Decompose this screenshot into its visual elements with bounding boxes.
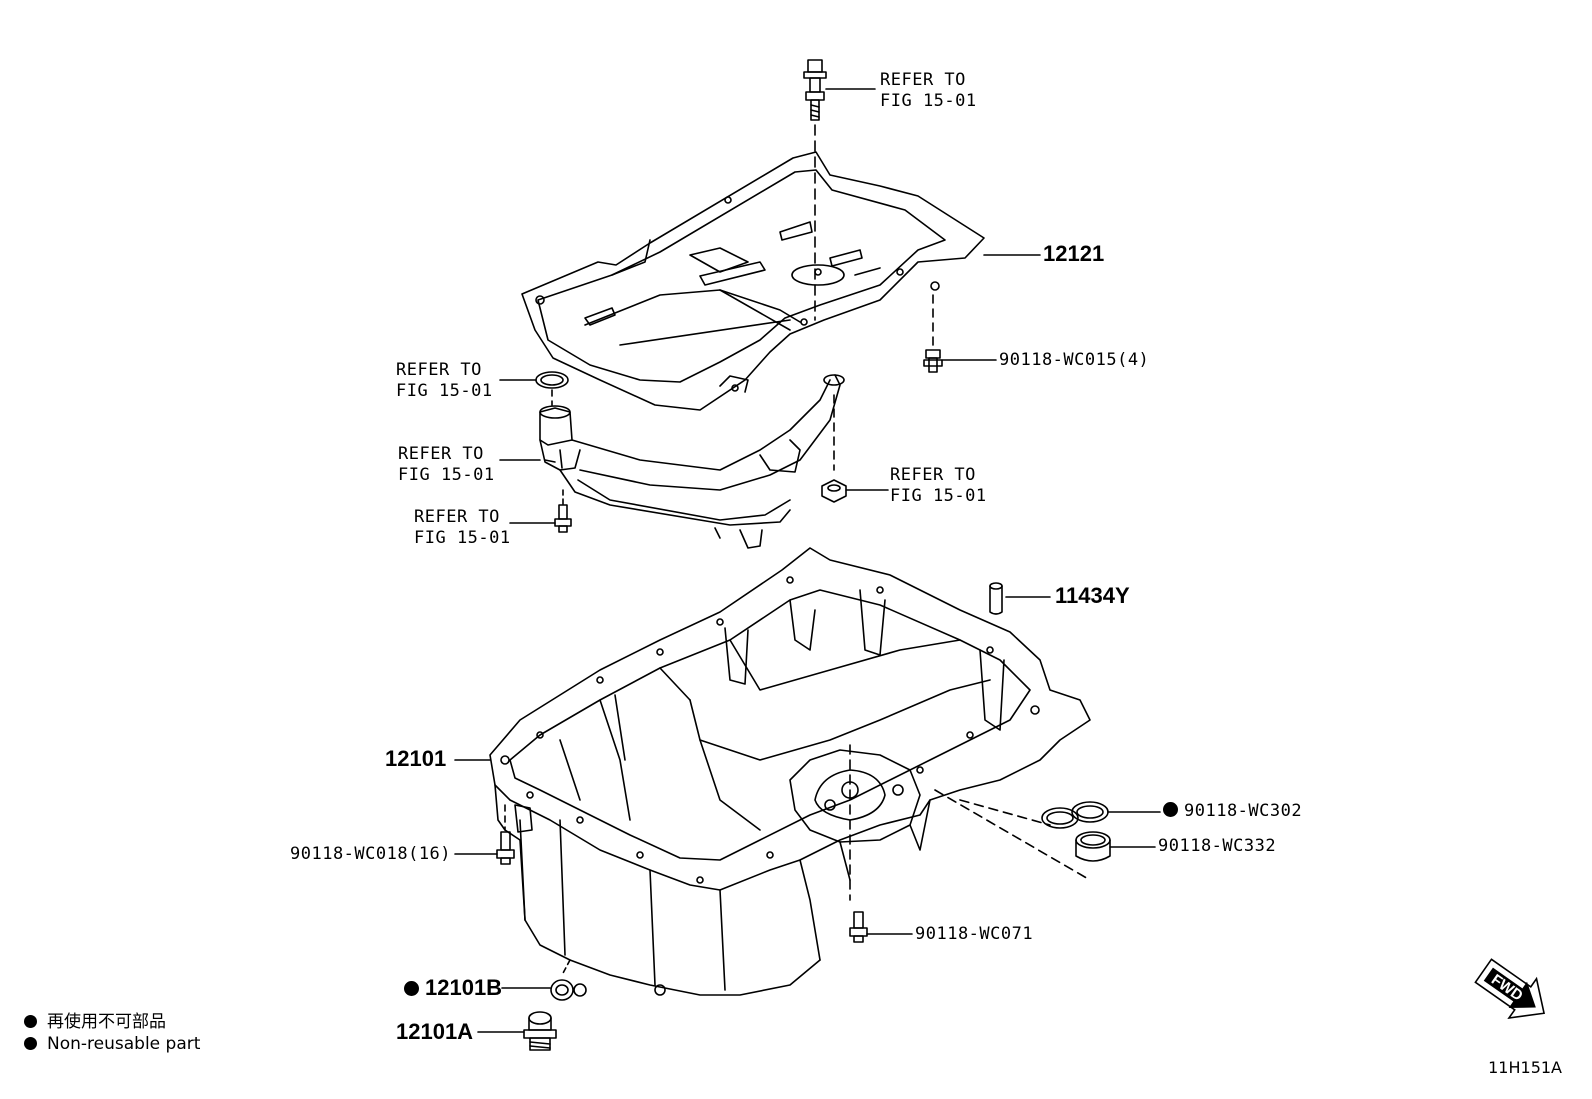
label-wc015: 90118-WC015(4) [999, 350, 1150, 370]
label-wc071: 90118-WC071 [915, 924, 1034, 944]
bolt-wc071 [849, 911, 868, 943]
label-12101a: 12101A [396, 1019, 474, 1044]
o-ring-pair [1041, 801, 1109, 829]
legend-english: Non-reusable part [24, 1034, 200, 1054]
oil-strainer-pipe [539, 374, 845, 549]
sleeve-wc332 [1075, 831, 1111, 862]
label-11434y: 11434Y [1055, 583, 1130, 608]
figure-code: 11H151A [1488, 1058, 1562, 1077]
drain-plug-gasket [550, 979, 574, 1001]
legend-dot [24, 1015, 37, 1028]
top-stud-bolt [803, 59, 827, 121]
legend-dot [24, 1037, 37, 1050]
oil-pan-body [489, 547, 1091, 997]
label-12101b: 12101B [404, 977, 502, 999]
label-12121: 12121 [1043, 241, 1105, 266]
label-wc018: 90118-WC018(16) [290, 844, 452, 864]
bolt-wc018 [496, 831, 515, 865]
dowel-pin [989, 582, 1003, 615]
legend-japanese: 再使用不可部品 [24, 1007, 166, 1032]
label-wc302: 90118-WC302 [1163, 801, 1302, 822]
strainer-nut [821, 479, 847, 503]
strainer-bolt [554, 504, 572, 533]
drain-plug [523, 1011, 557, 1051]
non-reusable-dot [404, 981, 419, 996]
bolt-wc015 [923, 349, 943, 373]
label-12101: 12101 [385, 746, 447, 771]
non-reusable-dot [1163, 802, 1178, 817]
oil-baffle-plate [521, 151, 985, 411]
label-wc332: 90118-WC332 [1158, 836, 1277, 856]
fwd-arrow: FWD [1474, 958, 1546, 1020]
